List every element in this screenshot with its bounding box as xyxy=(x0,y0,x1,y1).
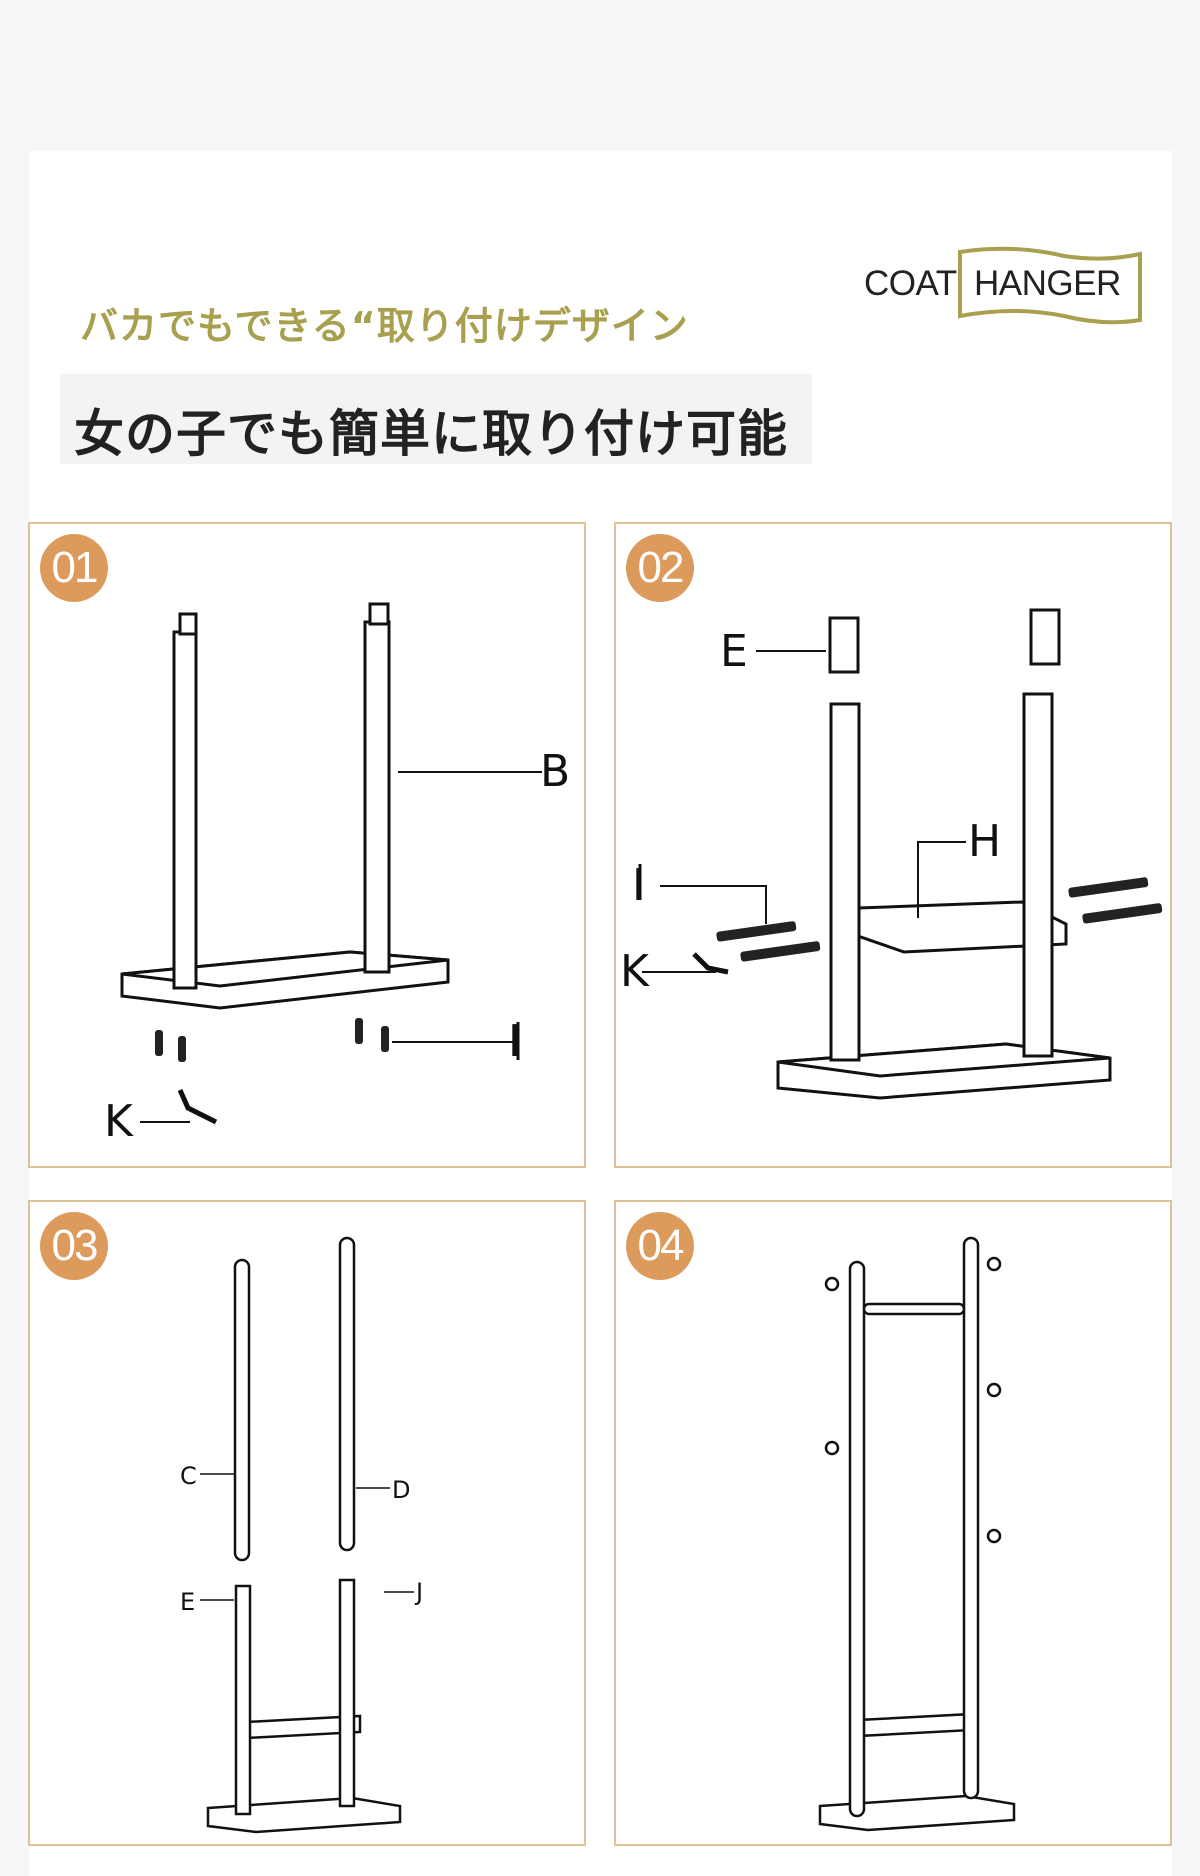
hex-key-k xyxy=(692,952,729,975)
label-k: K xyxy=(620,946,650,997)
post-left-tenon xyxy=(178,612,198,636)
label-b: B xyxy=(540,746,570,797)
lower-post-right xyxy=(338,1578,356,1808)
top-rail xyxy=(862,1302,966,1316)
step-badge-02: 02 xyxy=(626,534,694,602)
coat-hooks xyxy=(824,1256,1002,1544)
post-left xyxy=(848,1260,866,1818)
label-h: H xyxy=(968,816,1001,867)
logo-banner xyxy=(958,246,1142,325)
label-j: J xyxy=(414,1578,423,1606)
label-e: E xyxy=(180,1588,195,1616)
step-03-diagram: C D E J xyxy=(180,1236,423,1834)
bracket-e-left xyxy=(828,616,860,674)
post-right xyxy=(363,620,391,974)
post-right-tenon xyxy=(368,602,390,626)
step-panel-01: B K I 01 xyxy=(28,522,586,1168)
step-04-assembled-stand xyxy=(818,1236,1016,1832)
logo-coat-text: COAT xyxy=(864,264,957,303)
bracket-e-right xyxy=(1029,608,1061,666)
logo-hanger-text: HANGER xyxy=(974,264,1121,303)
post-right xyxy=(962,1236,980,1800)
step-badge-03: 03 xyxy=(40,1212,108,1280)
screws-i xyxy=(716,877,1163,962)
label-k: K xyxy=(104,1096,134,1147)
step-badge-01: 01 xyxy=(40,534,108,602)
page-title: 女の子でも簡単に取り付け可能 xyxy=(74,405,788,463)
title-band xyxy=(60,374,812,464)
post-left xyxy=(829,702,861,1062)
hex-key-k xyxy=(177,1088,218,1125)
step-panel-02: E H K I 02 xyxy=(614,522,1172,1168)
lower-post-left xyxy=(234,1584,252,1816)
label-e: E xyxy=(720,626,748,677)
label-d: D xyxy=(392,1476,410,1504)
post-right xyxy=(1022,692,1054,1058)
label-i: I xyxy=(632,860,645,911)
label-i: I xyxy=(508,1016,521,1067)
label-c: C xyxy=(180,1462,197,1490)
coat-hanger-logo xyxy=(958,246,1142,325)
step-panel-04: 04 xyxy=(614,1200,1172,1846)
post-left xyxy=(172,630,198,990)
screws-i xyxy=(155,1018,389,1062)
step-02-diagram: E H K I xyxy=(620,608,1163,1100)
shelf xyxy=(856,1712,974,1738)
upper-post-c xyxy=(233,1258,251,1562)
step-01-diagram: B K I xyxy=(104,602,570,1147)
step-panel-03: C D E J 03 xyxy=(28,1200,586,1846)
step-badge-04: 04 xyxy=(626,1212,694,1280)
upper-post-d xyxy=(338,1236,356,1552)
subtitle: バカでもできる“取り付けデザイン xyxy=(80,304,689,348)
